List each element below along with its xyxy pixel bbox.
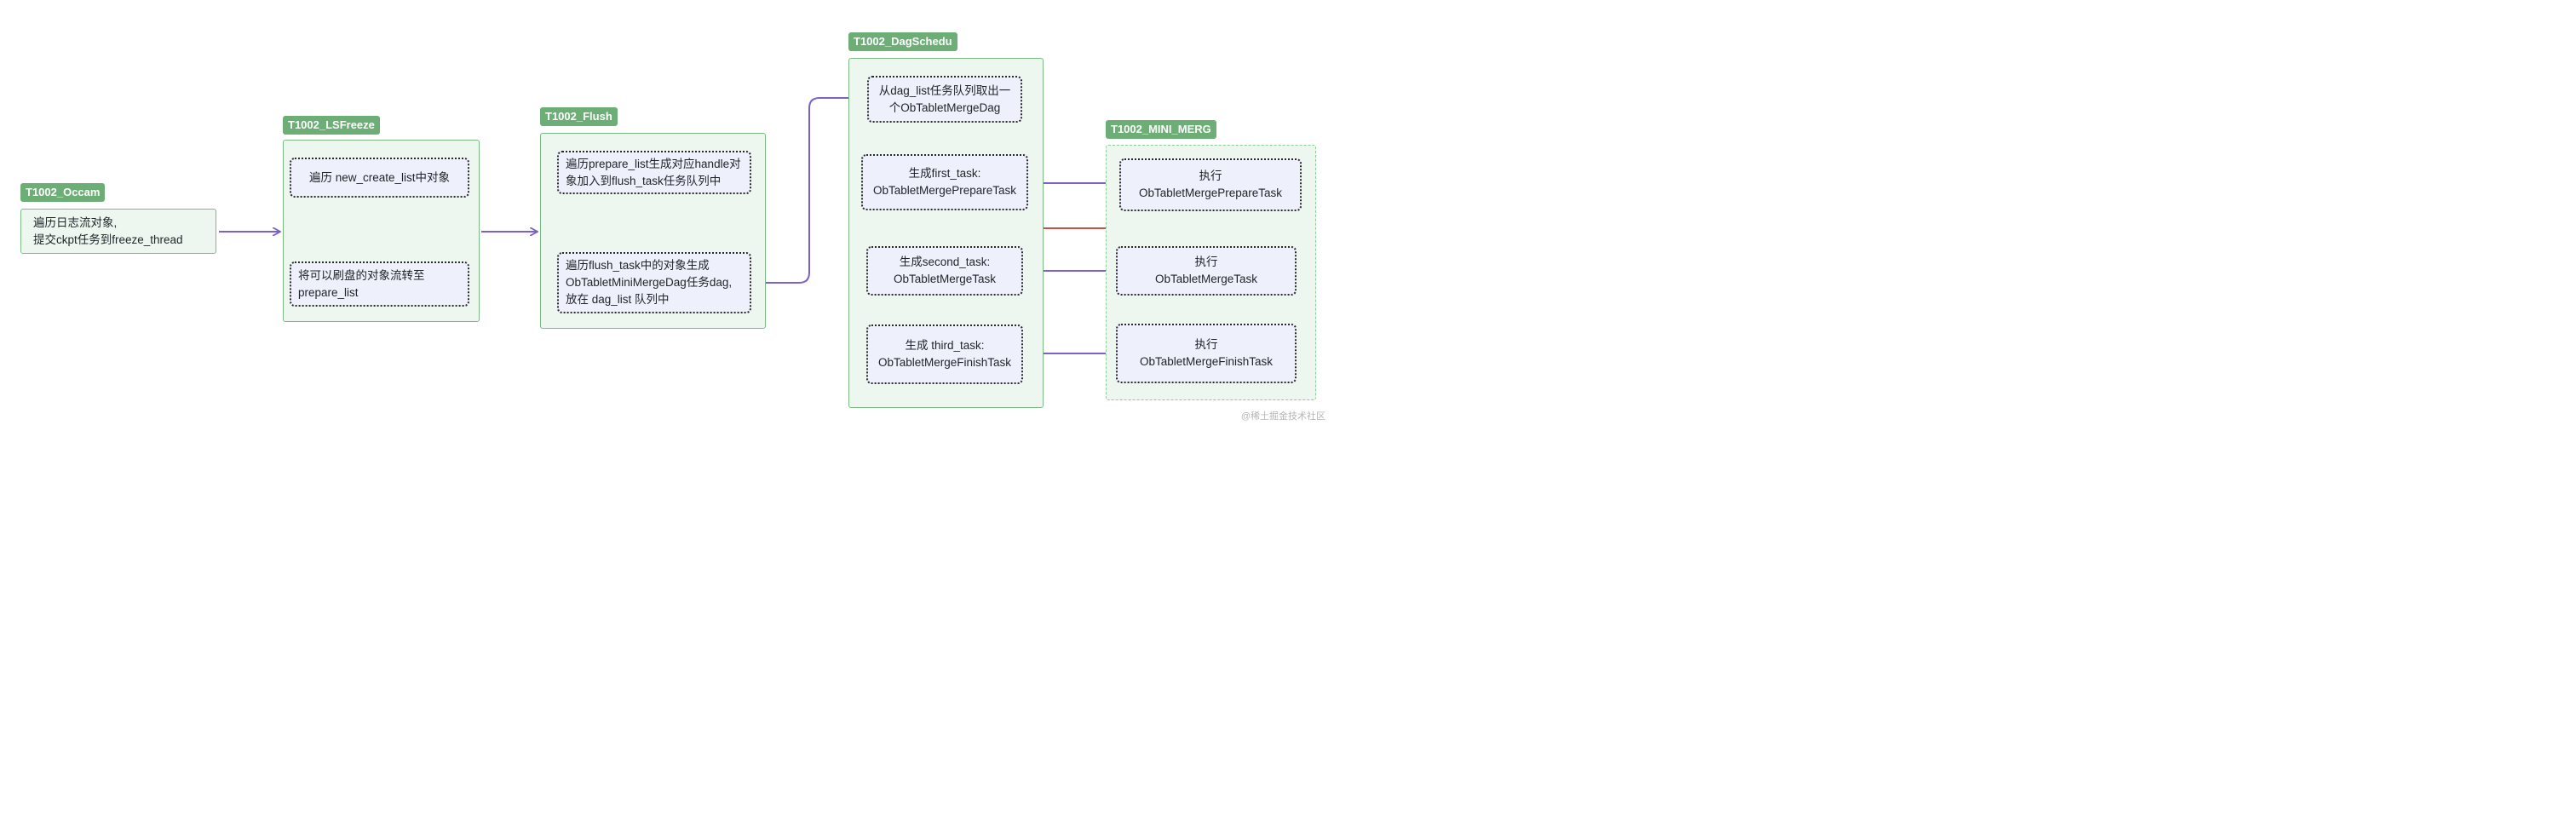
node-lsfreeze-move-line-2: prepare_list [298,285,359,299]
node-lsfreeze-traverse-line-1: 遍历 new_create_list中对象 [308,170,451,184]
node-dag-first-line-2: ObTabletMergePrepareTask [872,184,1017,197]
node-dag-third-line-2: ObTabletMergeFinishTask [877,356,1012,369]
node-exec-finish-line-1: 执行 [1194,338,1218,351]
watermark: @稀土掘金技术社区 [1240,411,1325,422]
edge-flush-to-dagsched [753,98,864,284]
node-lsfreeze-traverse[interactable]: 遍历 new_create_list中对象 [290,158,469,198]
node-dag-first-task[interactable]: 生成first_task: ObTabletMergePrepareTask [861,154,1028,210]
node-exec-merge-line-1: 执行 [1194,256,1218,268]
lane-label-lsfreeze: T1002_LSFreeze [283,116,380,135]
node-dag-take[interactable]: 从dag_list任务队列取出一 个ObTabletMergeDag [867,76,1022,123]
lane-label-minimerge: T1002_MINI_MERG [1106,120,1216,139]
node-dag-third-line-1: 生成 third_task: [905,339,985,352]
node-dag-second-line-1: 生成second_task: [899,256,991,268]
node-flush-prepare-line-1: 遍历prepare_list生成对应handle对 [566,157,741,170]
node-dag-second-line-2: ObTabletMergeTask [893,273,997,285]
node-exec-finish[interactable]: 执行 ObTabletMergeFinishTask [1116,324,1297,383]
node-exec-prepare-line-2: ObTabletMergePrepareTask [1138,187,1283,199]
node-dag-third-task[interactable]: 生成 third_task: ObTabletMergeFinishTask [866,324,1023,384]
node-lsfreeze-move[interactable]: 将可以刷盘的对象流转至 prepare_list [290,261,469,307]
node-exec-prepare[interactable]: 执行 ObTabletMergePrepareTask [1119,158,1302,211]
node-exec-prepare-line-1: 执行 [1199,169,1222,182]
node-flush-generate-line-3: 放在 dag_list 队列中 [566,293,670,306]
node-lsfreeze-move-line-1: 将可以刷盘的对象流转至 [298,268,425,282]
node-dag-take-line-1: 从dag_list任务队列取出一 [878,83,1011,97]
node-dag-second-task[interactable]: 生成second_task: ObTabletMergeTask [866,246,1023,296]
node-dag-take-line-2: 个ObTabletMergeDag [888,101,1001,114]
node-dag-first-line-1: 生成first_task: [908,167,981,180]
node-flush-generate-line-1: 遍历flush_task中的对象生成 [566,259,710,272]
node-occam-submit[interactable]: 遍历日志流对象, 提交ckpt任务到freeze_thread [20,209,216,254]
node-flush-prepare[interactable]: 遍历prepare_list生成对应handle对 象加入到flush_task… [557,151,751,194]
node-occam-line-1: 遍历日志流对象, [33,215,118,229]
node-flush-generate-dag[interactable]: 遍历flush_task中的对象生成 ObTabletMiniMergeDag任… [557,252,751,313]
lane-label-flush: T1002_Flush [540,107,618,126]
node-occam-line-2: 提交ckpt任务到freeze_thread [33,233,183,246]
node-exec-finish-line-2: ObTabletMergeFinishTask [1139,355,1274,368]
node-flush-prepare-line-2: 象加入到flush_task任务队列中 [566,174,722,187]
node-exec-merge-line-2: ObTabletMergeTask [1154,273,1258,285]
lane-label-occam: T1002_Occam [20,183,106,202]
node-exec-merge[interactable]: 执行 ObTabletMergeTask [1116,246,1297,296]
node-flush-generate-line-2: ObTabletMiniMergeDag任务dag, [566,276,733,289]
lane-label-dagsched: T1002_DagSchedu [848,32,957,51]
